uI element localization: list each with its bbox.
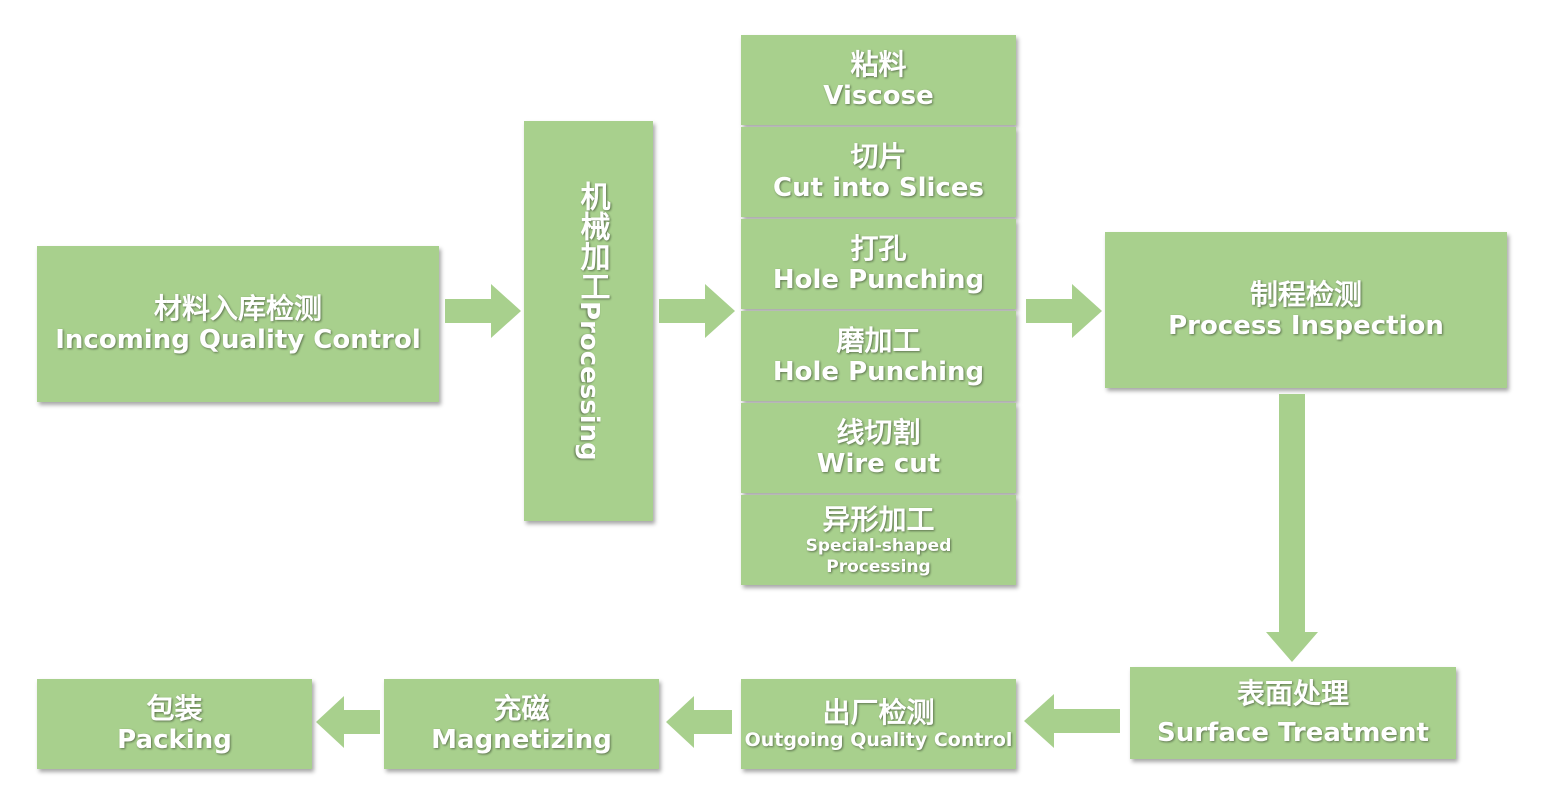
arrow-right-2: [659, 284, 735, 338]
step-surface-en: Surface Treatment: [1157, 718, 1429, 749]
step-inspection-zh: 制程检测: [1249, 277, 1362, 311]
arrow-left-1: [1024, 694, 1120, 748]
substep-cut-into-slices: 切片 Cut into Slices: [741, 127, 1016, 217]
step-magnetizing-en: Magnetizing: [431, 725, 612, 756]
arrow-left-2: [666, 696, 732, 748]
step-incoming-quality-control: 材料入库检测 Incoming Quality Control: [37, 246, 439, 402]
step-outgoing-en: Outgoing Quality Control: [744, 729, 1013, 752]
step-packing-zh: 包装: [146, 691, 203, 725]
step-incoming-en: Incoming Quality Control: [55, 325, 421, 356]
step-outgoing-zh: 出厂检测: [822, 695, 935, 729]
arrow-left-3: [316, 696, 380, 748]
substep-viscose-en: Viscose: [823, 81, 934, 112]
step-processing: 机械加工 Processing: [524, 121, 653, 521]
step-processing-zh: 机械加工: [574, 181, 610, 302]
step-packing: 包装 Packing: [37, 679, 312, 769]
step-process-inspection: 制程检测 Process Inspection: [1105, 232, 1507, 388]
substep-viscose-zh: 粘料: [850, 47, 907, 81]
substep-wire-zh: 线切割: [836, 415, 921, 449]
step-surface-treatment: 表面处理 Surface Treatment: [1130, 667, 1456, 759]
substep-special-zh: 异形加工: [822, 502, 935, 536]
step-magnetizing-zh: 充磁: [493, 691, 550, 725]
substep-wire-en: Wire cut: [816, 449, 941, 480]
substep-wire-cut: 线切割 Wire cut: [741, 403, 1016, 493]
arrow-right-3: [1026, 284, 1102, 338]
substep-grind-en: Hole Punching: [772, 357, 985, 388]
step-inspection-en: Process Inspection: [1168, 311, 1444, 342]
substep-special-shaped-processing: 异形加工 Special-shaped Processing: [741, 495, 1016, 585]
step-incoming-zh: 材料入库检测: [153, 291, 322, 325]
step-processing-en: Processing: [574, 301, 605, 461]
substep-punch-zh: 打孔: [850, 231, 907, 265]
arrow-right-1: [445, 284, 521, 338]
step-magnetizing: 充磁 Magnetizing: [384, 679, 659, 769]
substep-grind-zh: 磨加工: [836, 323, 921, 357]
substep-special-en-line2: Processing: [826, 556, 931, 577]
substep-hole-punching: 打孔 Hole Punching: [741, 219, 1016, 309]
substep-cut-zh: 切片: [850, 139, 907, 173]
substep-special-en-line1: Special-shaped: [805, 536, 952, 557]
substep-punch-en: Hole Punching: [772, 265, 985, 296]
substep-grinding: 磨加工 Hole Punching: [741, 311, 1016, 401]
step-packing-en: Packing: [117, 725, 232, 756]
step-outgoing-quality-control: 出厂检测 Outgoing Quality Control: [741, 679, 1016, 769]
step-surface-zh: 表面处理: [1236, 676, 1349, 710]
substep-cut-en: Cut into Slices: [773, 173, 984, 204]
arrow-down: [1266, 394, 1318, 662]
substep-viscose: 粘料 Viscose: [741, 35, 1016, 125]
